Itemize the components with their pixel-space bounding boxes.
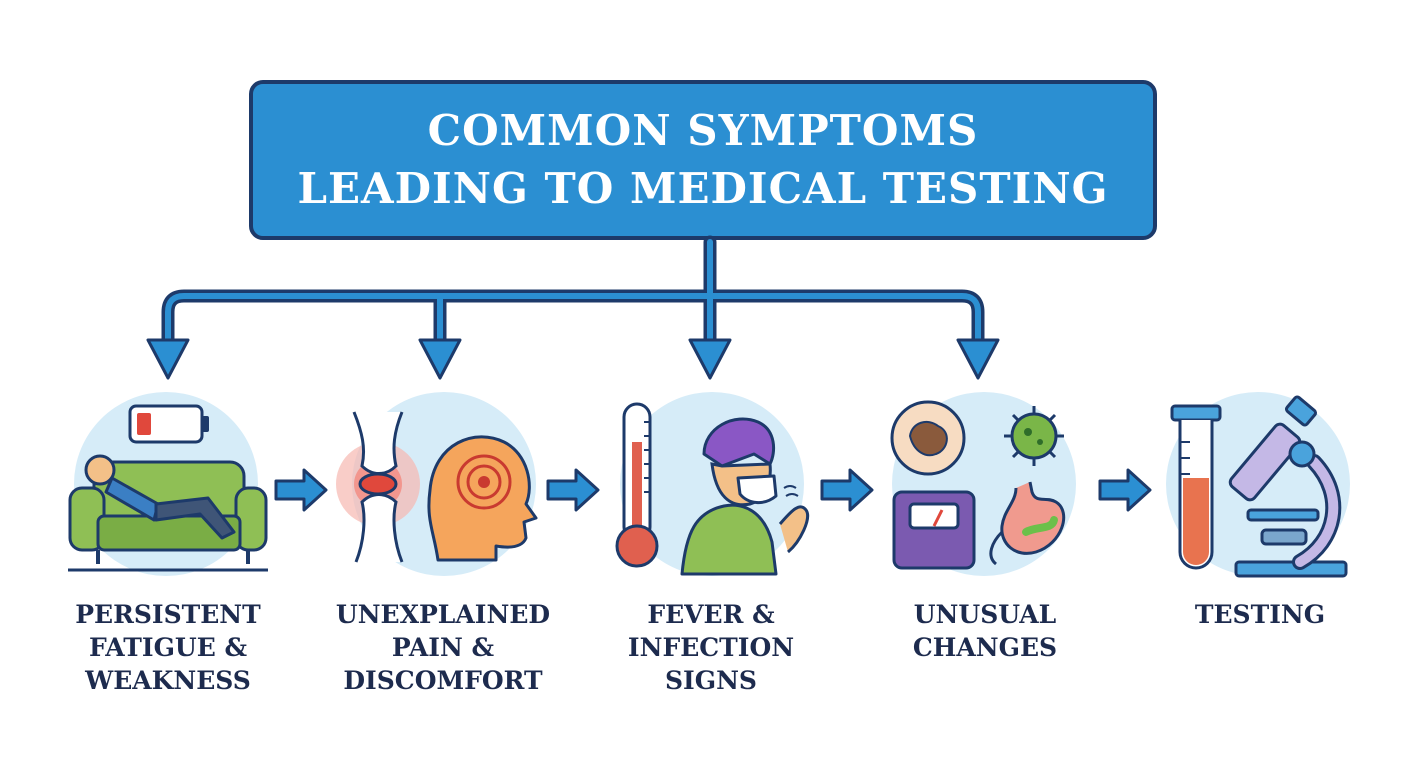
step-label-line: WEAKNESS xyxy=(85,666,251,695)
title-line-2: LEADING TO MEDICAL TESTING xyxy=(297,164,1109,213)
arrow-right xyxy=(546,468,600,512)
step-label-line: FEVER & xyxy=(647,600,775,629)
step-label-line: CHANGES xyxy=(912,633,1058,662)
step-label-line: SIGNS xyxy=(664,666,757,695)
fever-icon xyxy=(615,392,809,576)
fatigue-icon xyxy=(68,392,268,576)
step-label-fatigue: PERSISTENT FATIGUE & WEAKNESS xyxy=(50,598,286,697)
step-label-line: INFECTION xyxy=(627,633,795,662)
arrow-right xyxy=(1098,468,1152,512)
step-label-line: TESTING xyxy=(1194,600,1326,629)
changes-icon xyxy=(890,392,1076,576)
step-label-line: DISCOMFORT xyxy=(343,666,543,695)
pain-icon xyxy=(336,392,538,576)
step-label-pain: UNEXPLAINED PAIN & DISCOMFORT xyxy=(318,598,568,697)
title-box: COMMON SYMPTOMS LEADING TO MEDICAL TESTI… xyxy=(249,80,1157,240)
step-label-line: PAIN & xyxy=(391,633,495,662)
step-label-changes: UNUSUAL CHANGES xyxy=(872,598,1098,664)
arrowhead-down xyxy=(956,338,1000,380)
step-label-testing: TESTING xyxy=(1150,598,1370,631)
arrowhead-down xyxy=(418,338,462,380)
arrowhead-down xyxy=(146,338,190,380)
step-label-fever: FEVER & INFECTION SIGNS xyxy=(598,598,824,697)
step-label-line: PERSISTENT xyxy=(75,600,261,629)
step-label-line: UNEXPLAINED xyxy=(335,600,551,629)
step-label-line: UNUSUAL xyxy=(913,600,1057,629)
title-line-1: COMMON SYMPTOMS xyxy=(427,106,979,155)
arrow-right xyxy=(820,468,874,512)
arrow-right xyxy=(274,468,328,512)
arrowhead-down xyxy=(688,338,732,380)
step-label-line: FATIGUE & xyxy=(88,633,248,662)
testing-icon xyxy=(1166,392,1350,578)
